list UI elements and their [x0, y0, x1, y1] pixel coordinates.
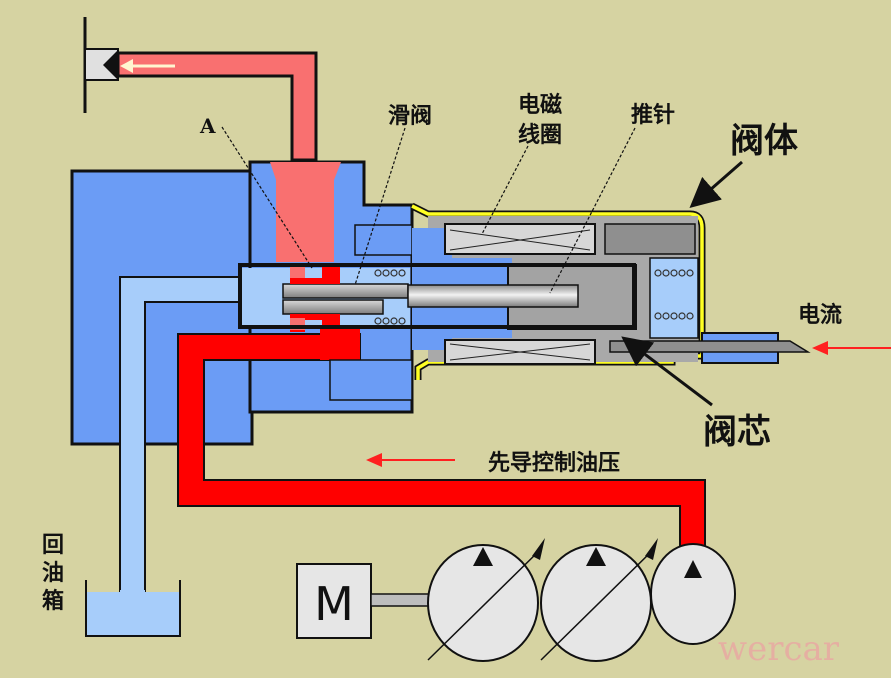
solenoid-coil-bottom [444, 339, 596, 365]
actuator-port [83, 17, 175, 113]
label-tank-2: 油 [42, 561, 64, 586]
label-current: 电流 [798, 302, 842, 328]
solenoid-coil-top [444, 223, 596, 255]
label-port-a: A [199, 114, 216, 138]
output-pipe [116, 51, 318, 162]
spring-chamber [649, 257, 699, 339]
label-coil-line1: 电磁 [518, 92, 562, 118]
valve-body-pointer [689, 160, 743, 208]
return-tank [85, 580, 181, 637]
label-coil-line2: 线圈 [518, 122, 562, 148]
pilot-arrow-icon [366, 453, 382, 467]
label-valve-core: 阀芯 [703, 412, 771, 452]
leader-lines [221, 126, 636, 294]
push-pin [407, 284, 579, 308]
label-tank-1: 回 [42, 533, 64, 558]
highlight-frame [238, 263, 636, 329]
current-arrow-icon [812, 341, 828, 355]
label-push-pin: 推针 [631, 102, 675, 128]
drain-passage [329, 359, 413, 401]
spool-springs [374, 269, 406, 325]
variable-pump-2 [540, 538, 658, 662]
pole-piece [604, 223, 696, 255]
upper-passage [354, 224, 413, 256]
armature-springs [654, 269, 694, 320]
variable-pump-1 [427, 538, 545, 662]
flow-arrow-icon [120, 59, 133, 73]
motor-box [296, 563, 372, 639]
connector-pin [609, 340, 811, 353]
output-cavity [270, 162, 341, 262]
label-spool: 滑阀 [388, 104, 432, 129]
valve-core-pointer [621, 336, 713, 407]
pilot-pump [650, 543, 736, 645]
motor-shaft [370, 593, 432, 607]
label-valve-body: 阀体 [730, 121, 798, 161]
housing-left-block [70, 169, 254, 446]
port-arrow-icon [103, 50, 118, 80]
motor-label: M [314, 577, 354, 631]
watermark: wercar [718, 629, 840, 669]
label-tank-3: 箱 [42, 588, 64, 614]
label-pilot-pressure: 先导控制油压 [488, 450, 620, 476]
